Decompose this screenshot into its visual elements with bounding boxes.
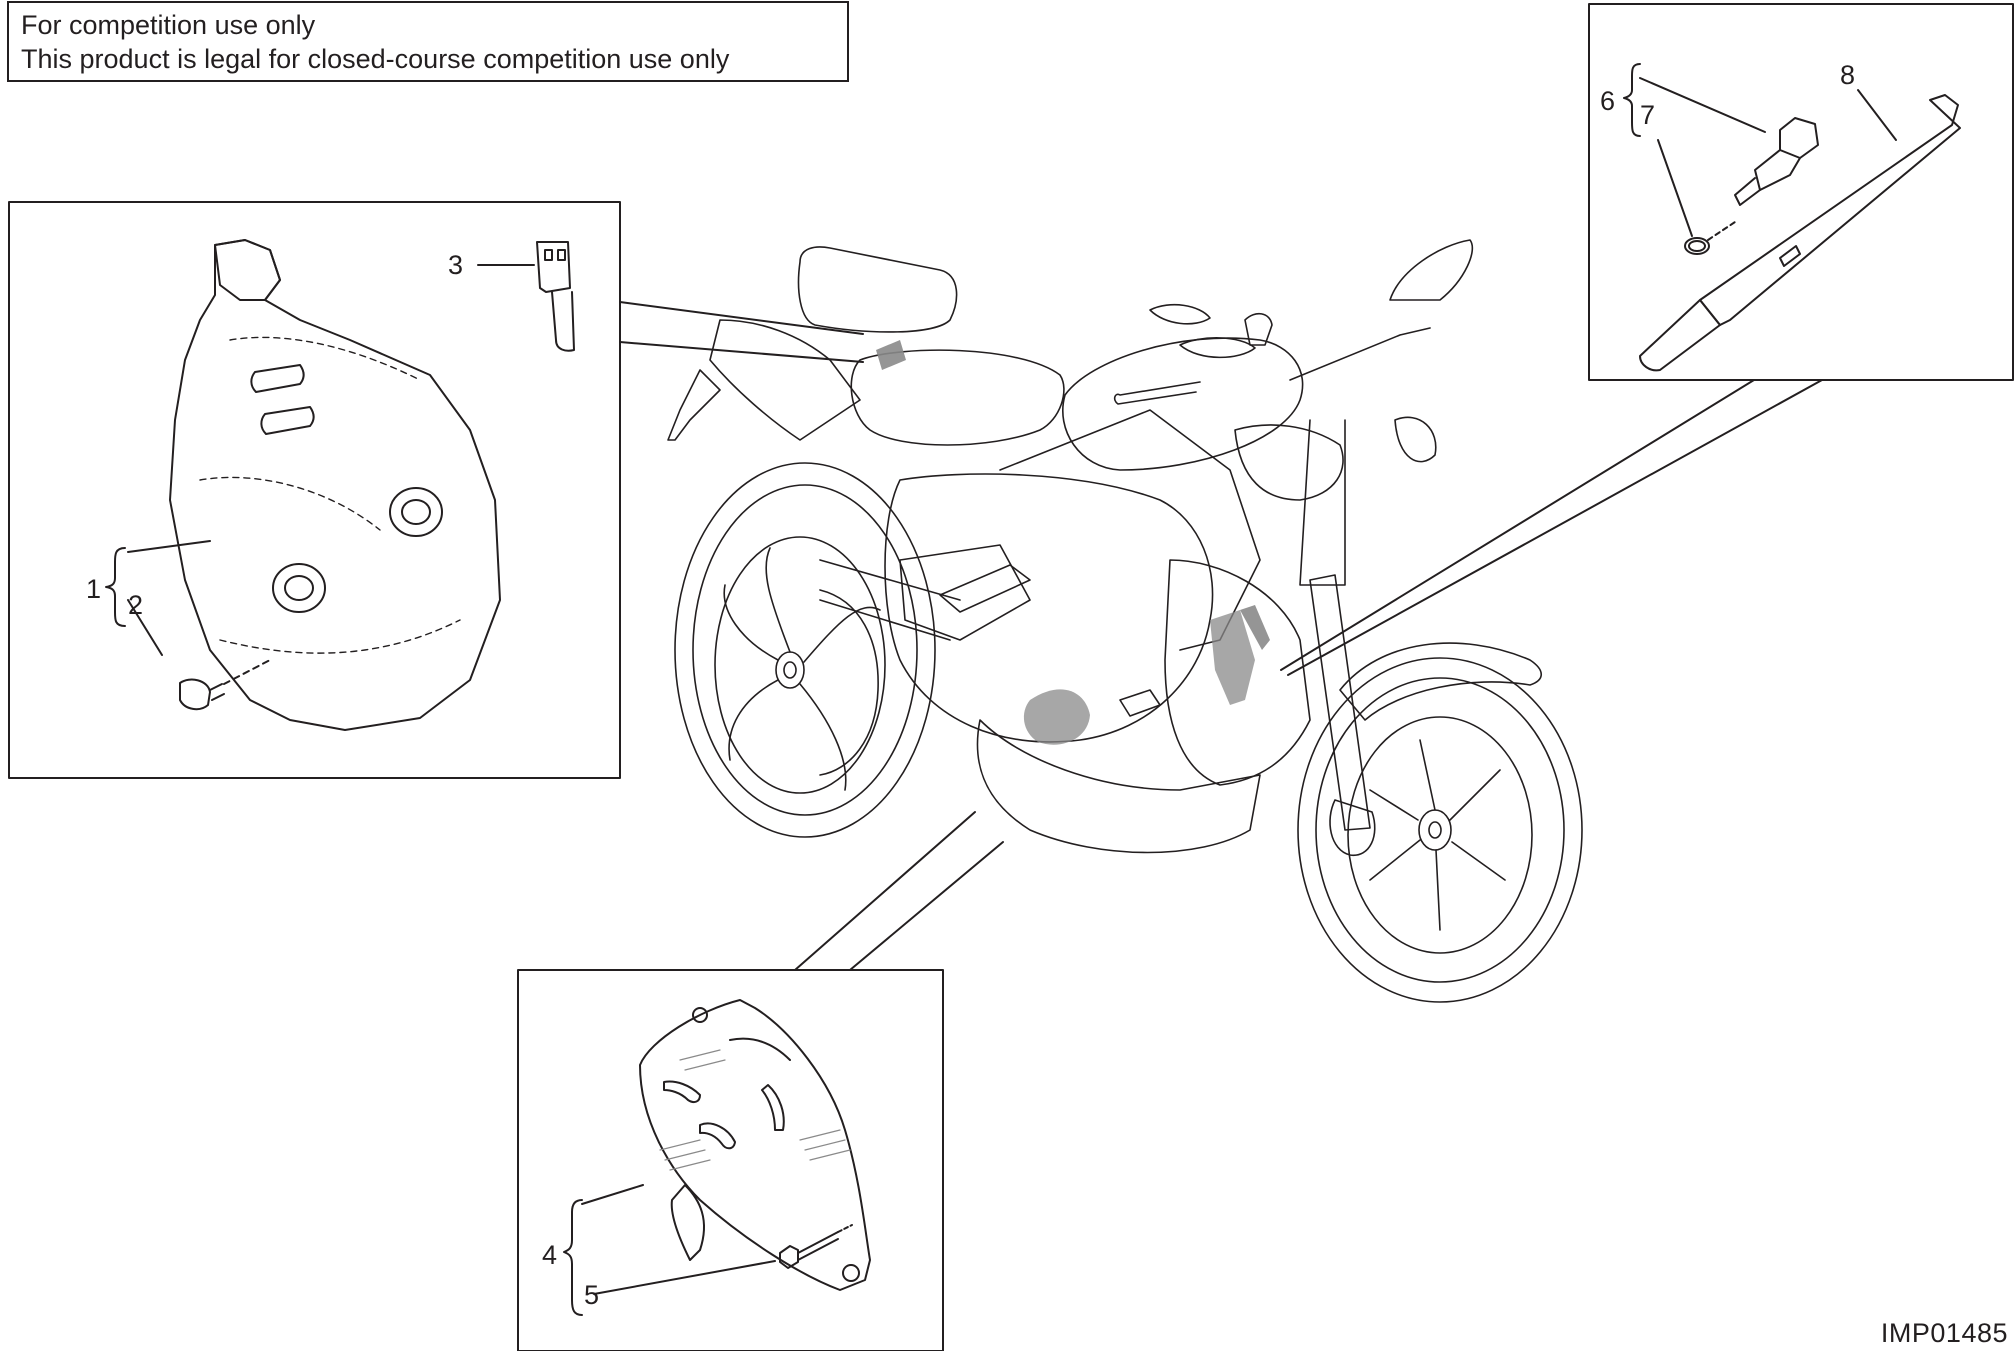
brace-items-6-7 — [1623, 63, 1641, 137]
bolt-shank — [797, 1231, 839, 1261]
drawing-code: IMP01485 — [1880, 1318, 2008, 1348]
callout-6: 6 — [1600, 86, 1615, 116]
heat-shield-contour-lines — [199, 336, 461, 654]
callout-7: 7 — [1640, 100, 1655, 130]
front-fender — [1339, 642, 1543, 721]
connector-wire — [551, 291, 575, 352]
front-footpeg — [1119, 689, 1161, 717]
right-handlebar — [1289, 327, 1431, 381]
heat-shield-grommet-lower — [272, 563, 326, 613]
vent-slot-1 — [663, 1080, 701, 1104]
callout-2: 2 — [128, 590, 143, 620]
headlight-fairing — [1234, 424, 1344, 501]
leader-box2-to-bike — [1280, 379, 1823, 676]
swingarm — [819, 559, 961, 641]
notice-line-1: For competition use only — [21, 10, 316, 40]
heat-shield-slot-1 — [250, 364, 305, 393]
front-indicator — [1394, 416, 1437, 463]
leader-item-7 — [1657, 139, 1693, 237]
right-mirror — [1389, 239, 1474, 301]
leader-box1-to-bike — [619, 301, 864, 363]
tool-item-8 — [1699, 94, 1961, 326]
rear-footrest-bracket — [667, 369, 721, 441]
leader-item-1 — [127, 540, 211, 553]
leader-box3-to-bike — [794, 811, 1004, 971]
radiator-fairing — [1164, 559, 1311, 786]
detail-box-1-frame — [8, 201, 621, 779]
connector-location — [876, 340, 906, 370]
competition-notice-box: For competition use only This product is… — [7, 1, 849, 82]
front-fork — [1309, 574, 1371, 831]
leader-item-5 — [593, 1260, 776, 1295]
front-wheel — [1297, 657, 1583, 1003]
callout-1: 1 — [86, 574, 101, 604]
callout-4: 4 — [542, 1240, 557, 1270]
callout-5: 5 — [584, 1280, 599, 1310]
brace-items-4-5 — [563, 1199, 583, 1316]
brake-caliper — [1329, 799, 1376, 856]
left-handlebar — [1113, 381, 1201, 405]
sprocket-cover-tab — [670, 1184, 705, 1261]
tool-item-8-sleeve — [1639, 299, 1721, 372]
sprocket-cover-texture — [659, 1049, 851, 1171]
exhaust-cover-location-detail — [1240, 605, 1270, 650]
detail-box-exhaust-cover — [8, 201, 864, 779]
brake-fluid-reservoir — [1244, 312, 1273, 346]
screw-item-2 — [179, 678, 211, 711]
leader-item-8 — [1857, 89, 1897, 141]
highlighted-parts-on-bike — [876, 340, 1270, 745]
fuel-cap — [1179, 337, 1256, 359]
connector-item-3 — [536, 241, 571, 293]
engine-block — [884, 473, 1214, 743]
cover-rim-line — [729, 1037, 791, 1061]
heat-shield-tab — [214, 239, 281, 301]
rider-seat — [850, 349, 1065, 446]
left-mirror — [1149, 303, 1211, 325]
leader-item-4 — [581, 1184, 644, 1205]
adapter-item-6 — [1779, 117, 1819, 159]
notice-line-2: This product is legal for closed-course … — [21, 44, 730, 74]
cover-bolt-hole-bottom — [842, 1264, 860, 1282]
tail-section — [709, 319, 861, 441]
detail-box-3-frame — [517, 969, 944, 1351]
exhaust-cover-location — [1210, 610, 1255, 705]
callout-8: 8 — [1840, 60, 1855, 90]
swingarm-pivot — [899, 544, 1031, 641]
motorcycle-illustration — [667, 239, 1583, 1003]
oring-item-7 — [1684, 237, 1710, 255]
cover-bolt-hole-top — [692, 1007, 708, 1023]
rear-footpeg — [939, 564, 1031, 613]
passenger-seat-cowl — [797, 246, 958, 333]
trellis-frame — [999, 409, 1261, 651]
screw-axis-line — [223, 659, 271, 685]
sprocket-cover-location — [1023, 689, 1090, 745]
heat-shield-slot-2 — [260, 406, 315, 435]
leader-item-6 — [1639, 77, 1766, 133]
leader-item-2 — [127, 599, 163, 656]
detail-box-sprocket-cover — [517, 811, 1004, 1351]
sprocket-cover-item-4 — [639, 999, 871, 1291]
fuel-tank — [1062, 337, 1304, 471]
detail-box-2-frame — [1588, 3, 2014, 381]
detail-box-tools — [1280, 3, 2014, 676]
heat-shield-grommet-upper — [389, 487, 443, 537]
rear-wheel — [674, 462, 936, 838]
callout-3: 3 — [448, 250, 463, 280]
tool-slot — [1779, 245, 1801, 267]
adapter-tip — [1734, 177, 1761, 206]
fork-tube-upper — [1299, 419, 1346, 586]
exhaust-heat-shield — [169, 239, 501, 731]
vent-slot-3 — [761, 1084, 785, 1131]
vent-slot-2 — [699, 1122, 736, 1150]
callout-numbers: 1 2 3 4 5 6 7 8 — [86, 60, 1855, 1310]
brace-items-1-2 — [105, 547, 126, 627]
belly-pan — [976, 719, 1261, 854]
bolt-item-5 — [779, 1245, 799, 1269]
